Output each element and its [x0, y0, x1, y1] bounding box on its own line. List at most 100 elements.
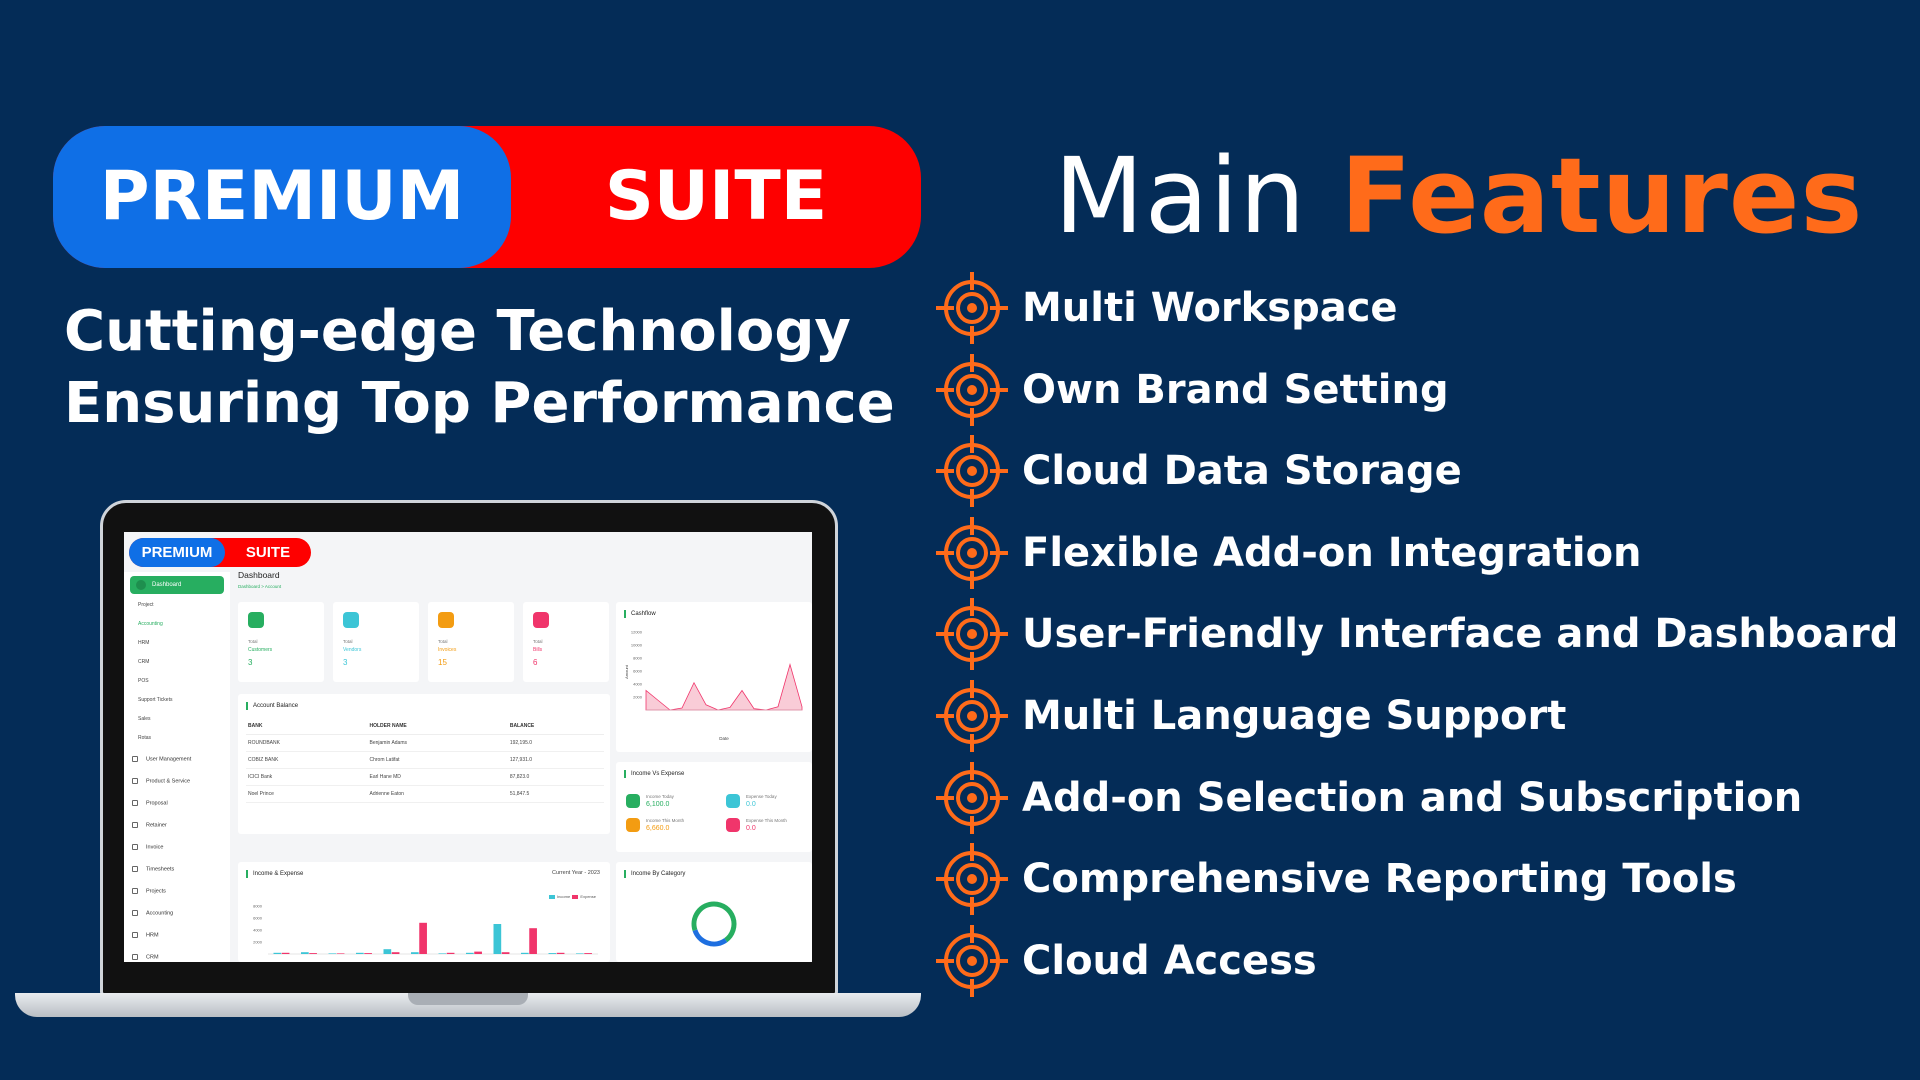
module-icon: [132, 866, 138, 872]
income-month-icon: [626, 818, 640, 832]
module-icon: [132, 822, 138, 828]
feature-label: Cloud Data Storage: [1022, 448, 1462, 495]
bar-expense: [391, 952, 400, 954]
sidebar-module-label: Timesheets: [146, 866, 175, 873]
bar-income: [383, 949, 392, 954]
metric-label: Income This Month: [646, 818, 685, 823]
module-icon: [132, 954, 138, 960]
bar-income: [576, 953, 584, 954]
bar-income: [356, 952, 364, 954]
sidebar-module[interactable]: Projects: [132, 888, 166, 894]
sidebar-module-label: Projects: [146, 888, 166, 895]
bar-expense: [309, 953, 317, 954]
heading-part-1: Main: [1054, 135, 1307, 257]
table-cell: 127,931.0: [507, 751, 604, 769]
sidebar-module[interactable]: Invoice: [132, 844, 163, 850]
metric-label: Income Today: [646, 794, 674, 799]
sidebar-module-label: Invoice: [146, 844, 164, 851]
table-row: COBIZ BANK Chrom Latifat 127,931.0: [246, 751, 604, 769]
metric-value: 6,660.0: [646, 825, 670, 832]
table-cell: 87,823.0: [507, 768, 604, 786]
income-expense-panel: Income & Expense Current Year - 2023 Inc…: [238, 862, 610, 962]
bar-income: [466, 952, 474, 954]
bar-expense: [584, 953, 592, 954]
feature-label: User-Friendly Interface and Dashboard: [1022, 611, 1899, 658]
table-row: ICICI Bank Earl Hane MD 87,823.0: [246, 768, 604, 786]
feature-label: Own Brand Setting: [1022, 366, 1449, 413]
table-cell: COBIZ BANK: [246, 751, 368, 769]
feature-label: Cloud Access: [1022, 937, 1317, 984]
screen-page-title: Dashboard: [238, 570, 280, 580]
sidebar-module[interactable]: User Management: [132, 756, 191, 762]
module-icon: [132, 844, 138, 850]
metric-label: Expense Today: [746, 794, 777, 799]
screen-breadcrumb[interactable]: Dashboard > Account: [238, 584, 282, 589]
cashflow-y-label: Amount: [624, 664, 629, 679]
cashflow-y-tick: 12000: [631, 630, 643, 635]
module-icon: [132, 932, 138, 938]
sidebar-module[interactable]: HRM: [132, 932, 159, 938]
sidebar-item-dashboard[interactable]: Dashboard: [130, 576, 224, 594]
sidebar-module-label: Retainer: [146, 822, 167, 829]
cashflow-y-tick: 2000: [633, 695, 643, 700]
stat-name: Bills: [533, 647, 543, 653]
table-cell: ROUNDBANK: [246, 734, 368, 752]
metric-label: Expense This Month: [746, 818, 787, 823]
screen-brand-word-2: SUITE: [245, 544, 291, 561]
bar-income: [411, 952, 419, 954]
sidebar-sub-item[interactable]: CRM: [138, 659, 150, 665]
bar-expense: [364, 953, 372, 954]
sidebar-module[interactable]: Retainer: [132, 822, 167, 828]
stat-label: Total: [533, 639, 543, 644]
sidebar-module[interactable]: Timesheets: [132, 866, 174, 872]
sidebar-sub-item[interactable]: Sales: [138, 716, 151, 722]
feature-label: Add-on Selection and Subscription: [1022, 774, 1803, 821]
screen-brand-word-1: PREMIUM: [141, 544, 213, 561]
donut-slice: [713, 901, 737, 943]
sidebar-sub-item[interactable]: POS: [138, 678, 149, 684]
sidebar-module-label: Proposal: [146, 800, 168, 807]
heading-part-2: Features: [1340, 135, 1864, 257]
module-icon: [132, 910, 138, 916]
brand-word-suite: SUITE: [604, 157, 828, 236]
feature-item: User-Friendly Interface and Dashboard: [932, 594, 1898, 674]
stat-card-vendors[interactable]: Total Vendors 3: [333, 602, 419, 682]
laptop-notch: [408, 993, 528, 1005]
sidebar-module-label: HRM: [146, 932, 159, 939]
sidebar-sub-item[interactable]: HRM: [138, 640, 150, 646]
stat-card-customers[interactable]: Total Customers 3: [238, 602, 324, 682]
feature-item: Cloud Access: [932, 921, 1892, 1001]
sidebar-module[interactable]: Accounting: [132, 910, 173, 916]
stat-card-bills[interactable]: Total Bills 6: [523, 602, 609, 682]
donut-slice: [691, 901, 715, 931]
brand-blue-segment: [53, 126, 511, 268]
brand-word-premium: PREMIUM: [99, 157, 465, 236]
income-by-category-panel: Income By Category: [616, 862, 812, 962]
sidebar-sub-item[interactable]: Rotas: [138, 735, 152, 741]
stat-label: Total: [248, 639, 258, 644]
table-cell: ICICI Bank: [246, 768, 368, 786]
feature-label: Comprehensive Reporting Tools: [1022, 856, 1737, 903]
account-balance-table: BANK HOLDER NAME BALANCE ROUNDBANK Benja…: [246, 718, 604, 803]
sidebar-sub-item[interactable]: Project: [138, 602, 154, 608]
sidebar-module[interactable]: Product & Service: [132, 778, 190, 784]
bar-income: [301, 952, 309, 954]
brand-banner: PREMIUM SUITE: [53, 126, 921, 268]
cashflow-y-tick: 6000: [633, 669, 643, 674]
stat-card-invoices[interactable]: Total Invoices 15: [428, 602, 514, 682]
legend-income: Income: [557, 894, 571, 899]
column-header: BALANCE: [507, 718, 604, 735]
metric-value: 6,100.0: [646, 801, 670, 808]
period-selector[interactable]: Current Year - 2023: [551, 870, 600, 876]
panel-title: Income & Expense: [246, 870, 303, 878]
target-icon: [936, 516, 1008, 589]
sidebar-module[interactable]: CRM: [132, 954, 159, 960]
sidebar-sub-item[interactable]: Support Tickets: [138, 697, 173, 703]
target-icon: [936, 353, 1008, 426]
bar-income: [521, 952, 529, 954]
sidebar-module[interactable]: Proposal: [132, 800, 168, 806]
sidebar-sub-item[interactable]: Accounting: [138, 621, 163, 627]
bar-income: [328, 953, 337, 954]
bar-y-tick: 8000: [253, 904, 263, 909]
